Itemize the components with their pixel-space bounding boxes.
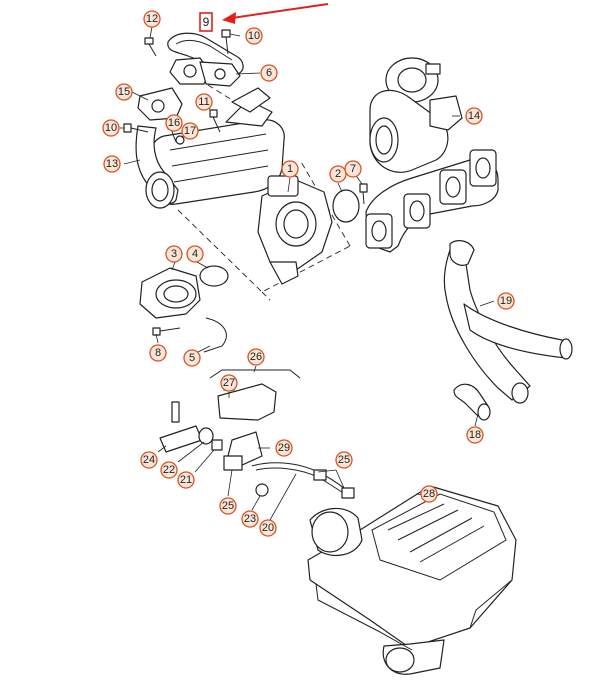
svg-text:19: 19 — [500, 295, 512, 307]
highlight-part-9: 9 — [199, 12, 213, 32]
svg-text:7: 7 — [350, 163, 356, 175]
svg-text:29: 29 — [278, 442, 290, 454]
bracket-15 — [137, 87, 183, 121]
svg-text:18: 18 — [469, 429, 481, 441]
egr-valve — [257, 175, 333, 285]
callout-29: 29 — [275, 439, 293, 457]
bolt-7 — [359, 183, 368, 205]
throttle-body — [139, 267, 201, 319]
callout-13: 13 — [103, 155, 121, 173]
pipe-13 — [135, 125, 179, 209]
callout-28: 28 — [420, 485, 438, 503]
callout-25-right: 25 — [335, 451, 353, 469]
gasket-2 — [332, 189, 360, 223]
callout-4: 4 — [186, 245, 204, 263]
bracket-24 — [159, 401, 203, 453]
svg-text:3: 3 — [171, 248, 177, 260]
svg-text:20: 20 — [262, 522, 274, 534]
nut-21 — [211, 439, 223, 451]
callout-1: 1 — [281, 160, 299, 178]
callout-21: 21 — [177, 471, 195, 489]
svg-text:16: 16 — [168, 117, 180, 129]
svg-text:17: 17 — [184, 125, 196, 137]
washer-22 — [198, 427, 214, 445]
callout-22: 22 — [160, 461, 178, 479]
callout-27: 27 — [220, 374, 238, 392]
callout-10-top: 10 — [245, 27, 263, 45]
bolt-8 — [152, 327, 181, 336]
callout-16: 16 — [165, 114, 183, 132]
assembly-dashed-outline — [177, 84, 351, 301]
svg-text:2: 2 — [335, 168, 341, 180]
bolt-10-top — [221, 29, 231, 55]
turbocharger — [369, 57, 463, 173]
svg-text:21: 21 — [180, 474, 192, 486]
callout-24: 24 — [140, 451, 158, 469]
callout-15: 15 — [115, 83, 133, 101]
bolt-12 — [144, 37, 157, 57]
callout-19: 19 — [497, 292, 515, 310]
callout-23: 23 — [241, 510, 259, 528]
callout-10-left: 10 — [102, 119, 120, 137]
callout-18: 18 — [466, 426, 484, 444]
clamp-23 — [255, 483, 269, 497]
callout-8: 8 — [149, 344, 167, 362]
svg-text:5: 5 — [189, 352, 195, 364]
bolt-11 — [209, 109, 221, 133]
highlight-label: 9 — [203, 15, 210, 29]
exhaust-manifold — [365, 149, 499, 253]
clip-wire-5 — [203, 317, 227, 353]
svg-text:15: 15 — [118, 86, 130, 98]
callout-11: 11 — [195, 93, 213, 111]
callout-2: 2 — [329, 165, 347, 183]
svg-text:22: 22 — [163, 464, 175, 476]
svg-text:23: 23 — [244, 513, 256, 525]
svg-text:25: 25 — [338, 454, 350, 466]
callout-12: 12 — [143, 10, 161, 28]
svg-text:26: 26 — [250, 351, 262, 363]
svg-text:8: 8 — [155, 347, 161, 359]
svg-text:28: 28 — [423, 488, 435, 500]
svg-text:10: 10 — [248, 30, 260, 42]
svg-text:4: 4 — [192, 248, 198, 260]
callout-5: 5 — [183, 349, 201, 367]
svg-text:13: 13 — [106, 158, 118, 170]
svg-text:6: 6 — [266, 67, 272, 79]
svg-text:11: 11 — [198, 96, 209, 108]
svg-text:14: 14 — [468, 110, 480, 122]
svg-text:24: 24 — [143, 454, 155, 466]
air-filter-housing — [307, 485, 517, 675]
svg-text:10: 10 — [105, 122, 117, 134]
sensor-29 — [223, 431, 263, 471]
callout-7: 7 — [344, 160, 362, 178]
small-hose — [453, 383, 491, 421]
seal-ring-4 — [199, 265, 229, 287]
callout-17: 17 — [181, 122, 199, 140]
callout-3: 3 — [165, 245, 183, 263]
svg-text:27: 27 — [223, 377, 235, 389]
svg-text:1: 1 — [287, 163, 293, 175]
red-arrow — [222, 3, 329, 24]
callout-26: 26 — [247, 348, 265, 366]
callout-14: 14 — [465, 107, 483, 125]
flange-gasket — [169, 57, 241, 87]
charge-air-hose — [443, 240, 573, 404]
callout-6: 6 — [260, 64, 278, 82]
svg-text:25: 25 — [222, 500, 234, 512]
svg-text:12: 12 — [146, 13, 158, 25]
callout-20: 20 — [259, 519, 277, 537]
callout-25-left: 25 — [219, 497, 237, 515]
